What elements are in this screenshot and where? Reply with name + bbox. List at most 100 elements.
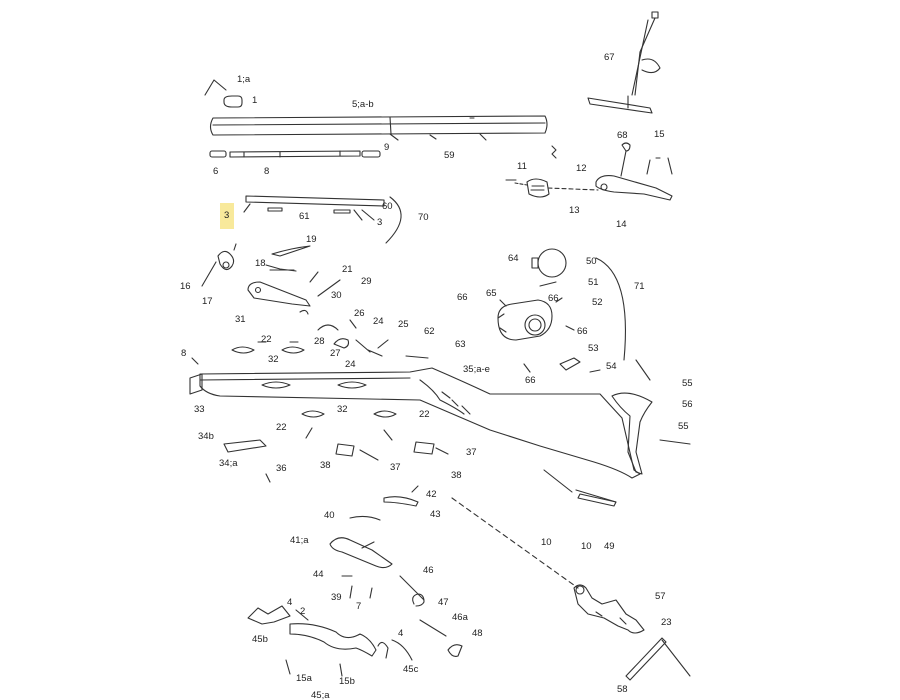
label-53: 53 bbox=[588, 343, 599, 354]
label-34b: 34b bbox=[198, 431, 214, 442]
part-7-screw bbox=[369, 587, 373, 599]
label-51: 51 bbox=[588, 277, 599, 288]
label-52: 52 bbox=[592, 297, 603, 308]
label-16: 16 bbox=[180, 281, 191, 292]
label-46a: 46a bbox=[452, 612, 468, 623]
label-70: 70 bbox=[418, 212, 429, 223]
label-14: 14 bbox=[616, 219, 627, 230]
part-43-trigger bbox=[383, 496, 419, 507]
part-55-screw-b bbox=[659, 439, 691, 445]
part-13-drum bbox=[526, 178, 550, 198]
part-66-screws bbox=[499, 297, 575, 373]
part-71-arc bbox=[595, 257, 627, 361]
label-46: 46 bbox=[423, 565, 434, 576]
label-11: 11 bbox=[517, 161, 527, 172]
label-4-a: 4 bbox=[287, 597, 293, 608]
label-3-highlighted: 3 bbox=[224, 210, 230, 221]
part-21-screw bbox=[309, 271, 319, 283]
part-37-line-a bbox=[359, 449, 379, 461]
part-15-screws bbox=[646, 157, 673, 175]
label-18: 18 bbox=[255, 258, 266, 269]
label-64: 64 bbox=[508, 253, 519, 264]
part-50-disc bbox=[537, 248, 567, 278]
part-28-clip bbox=[317, 324, 339, 331]
label-39: 39 bbox=[331, 592, 342, 603]
dashed-guide bbox=[451, 497, 579, 589]
part-30-pin bbox=[299, 309, 309, 315]
label-8-mid: 8 bbox=[181, 348, 187, 359]
part-18-spring bbox=[265, 264, 297, 272]
part-38-plate-b bbox=[413, 441, 435, 455]
label-10-a: 10 bbox=[541, 537, 552, 548]
label-31: 31 bbox=[235, 314, 246, 325]
label-33: 33 bbox=[194, 404, 205, 415]
label-63: 63 bbox=[455, 339, 466, 350]
label-37-b: 37 bbox=[466, 447, 477, 458]
label-38-a: 38 bbox=[320, 460, 331, 471]
part-3-highlight bbox=[220, 203, 234, 229]
part-5-barrel bbox=[209, 115, 548, 136]
label-1a: 1;a bbox=[237, 74, 251, 85]
part-36-pin bbox=[265, 473, 271, 483]
label-67: 67 bbox=[604, 52, 615, 63]
label-43: 43 bbox=[430, 509, 441, 520]
part-54-pin bbox=[589, 369, 601, 373]
part-16-line bbox=[201, 261, 217, 287]
label-23: 23 bbox=[661, 617, 672, 628]
part-39-screw bbox=[349, 585, 353, 599]
part-2-line bbox=[295, 609, 309, 621]
part-31-plate bbox=[247, 281, 311, 307]
label-10-b: 10 bbox=[581, 541, 592, 552]
part-19-blade bbox=[271, 245, 311, 257]
label-36: 36 bbox=[276, 463, 287, 474]
label-58: 58 bbox=[617, 684, 628, 695]
part-15a-screw bbox=[285, 659, 291, 675]
part-23-screw bbox=[661, 639, 691, 677]
label-57: 57 bbox=[655, 591, 666, 602]
label-15b: 15b bbox=[339, 676, 355, 687]
label-30: 30 bbox=[331, 290, 342, 301]
label-68: 68 bbox=[617, 130, 628, 141]
label-25: 25 bbox=[398, 319, 409, 330]
label-66-d: 66 bbox=[525, 375, 536, 386]
label-28: 28 bbox=[314, 336, 325, 347]
part-8-screw bbox=[191, 357, 199, 365]
part-60-bar bbox=[245, 195, 385, 207]
part-12-spring bbox=[551, 145, 557, 159]
part-9-tip bbox=[361, 150, 381, 158]
label-35ae: 35;a-e bbox=[463, 364, 490, 375]
label-15a: 15a bbox=[296, 673, 312, 684]
label-71: 71 bbox=[634, 281, 645, 292]
label-61: 61 bbox=[299, 211, 310, 222]
part-26-pin bbox=[349, 319, 357, 329]
part-55-screw-a bbox=[635, 359, 651, 381]
label-34a: 34;a bbox=[219, 458, 238, 469]
part-57-trigger bbox=[573, 584, 645, 634]
part-53-catch bbox=[559, 357, 581, 371]
label-22-a: 22 bbox=[261, 334, 272, 345]
part-46-line bbox=[399, 575, 425, 601]
part-67-tang-sight bbox=[587, 11, 661, 114]
label-5ab: 5;a-b bbox=[352, 99, 374, 110]
part-61-slots bbox=[267, 207, 351, 214]
label-65: 65 bbox=[486, 288, 497, 299]
part-1a-sight bbox=[204, 79, 227, 96]
label-29: 29 bbox=[361, 276, 372, 287]
part-32-lower-a bbox=[301, 410, 325, 418]
label-54: 54 bbox=[606, 361, 617, 372]
part-27-piece bbox=[333, 338, 350, 349]
part-47-hook bbox=[412, 593, 425, 607]
label-21: 21 bbox=[342, 264, 353, 275]
label-56: 56 bbox=[682, 399, 693, 410]
part-10-rod-a bbox=[543, 469, 573, 493]
part-32-escutcheon-b bbox=[281, 346, 305, 354]
part-45-guard bbox=[247, 605, 413, 661]
part-37-line-b bbox=[435, 447, 449, 455]
label-22-c: 22 bbox=[276, 422, 287, 433]
label-55-a: 55 bbox=[682, 378, 693, 389]
label-3: 3 bbox=[377, 217, 383, 228]
label-8-top: 8 bbox=[264, 166, 270, 177]
part-41-sideplate bbox=[329, 537, 393, 569]
label-42: 42 bbox=[426, 489, 437, 500]
part-15b-screw bbox=[339, 663, 343, 677]
